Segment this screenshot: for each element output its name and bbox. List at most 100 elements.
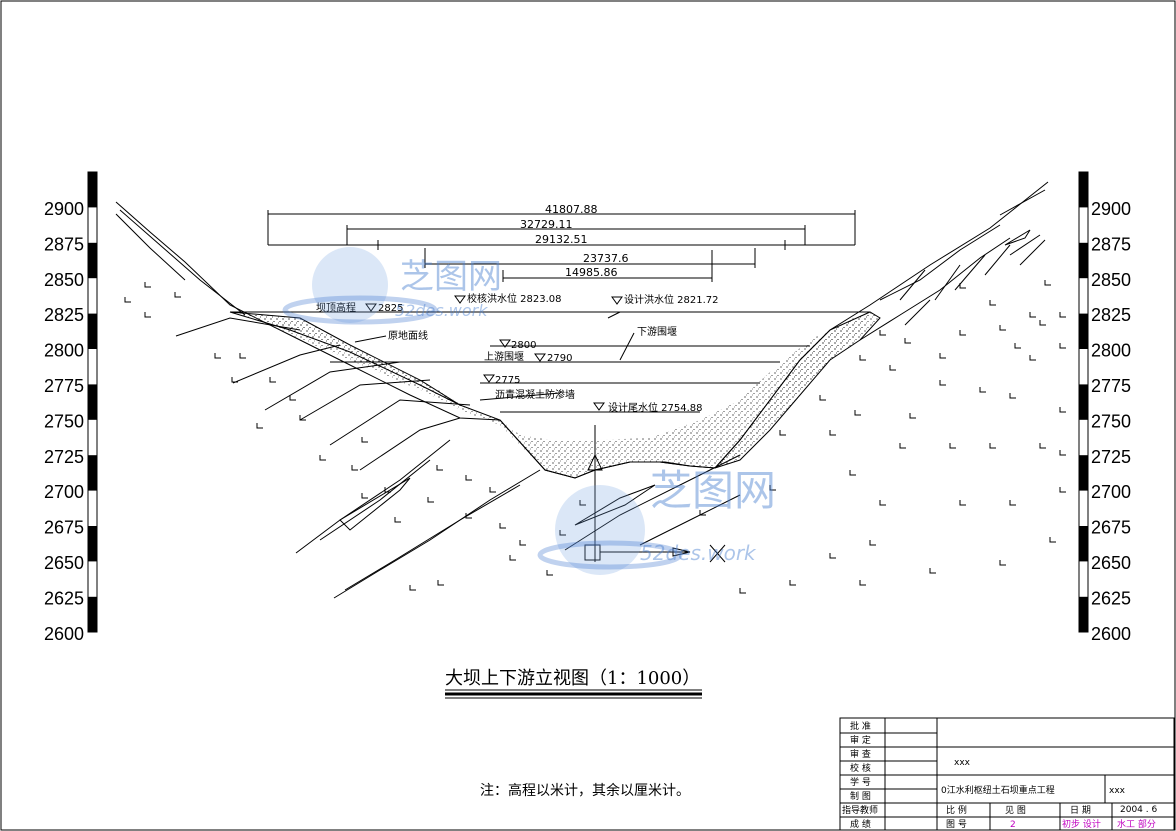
label-cutoff-wall: 沥青混凝土防渗墙	[495, 388, 575, 401]
tb-stage: 初步 设计	[1062, 818, 1101, 830]
rock-mark	[124, 297, 131, 303]
rock-mark	[409, 585, 416, 591]
level-symbols	[365, 295, 623, 411]
rock-mark	[1039, 443, 1046, 449]
watermark-upper: 芝图网 52des.work	[282, 247, 502, 325]
rock-mark	[1009, 393, 1016, 399]
tb-advisor: 指导教师	[842, 804, 878, 816]
watermark-lower: 芝图网 52des.work	[537, 466, 776, 575]
scale-block	[88, 455, 97, 491]
rock-mark	[394, 517, 401, 523]
rock-mark	[239, 353, 246, 359]
rock-mark	[144, 282, 151, 288]
scale-block	[88, 384, 97, 420]
watermark-en-lower: 52des.work	[640, 541, 757, 565]
elevation-tick-label: 2725	[44, 447, 84, 467]
rock-mark	[989, 300, 996, 306]
elevation-tick-label: 2900	[1091, 199, 1131, 219]
rock-mark	[256, 423, 263, 429]
scale-block	[88, 242, 97, 279]
label-elev-2790: 2790	[547, 353, 572, 364]
tb-project-value: xxx	[1109, 786, 1126, 796]
tb-date-value: 2004 . 6	[1120, 805, 1157, 815]
elevation-tick-label: 2850	[44, 270, 84, 290]
elevation-tick-label: 2625	[44, 588, 84, 608]
tb-project: 0江水利枢纽土石坝重点工程	[941, 784, 1055, 796]
rock-mark	[144, 312, 151, 318]
rock-mark	[361, 493, 368, 499]
dim-29132: 29132.51	[535, 233, 588, 246]
rock-mark	[819, 395, 826, 401]
rock-mark	[949, 443, 956, 449]
rock-mark	[499, 523, 506, 529]
elevation-tick-label: 2775	[1091, 376, 1131, 396]
label-design-flood: 设计洪水位 2821.72	[624, 293, 719, 306]
rock-mark	[999, 560, 1006, 566]
rock-mark	[519, 540, 526, 546]
rock-mark	[829, 553, 836, 559]
scale-block	[88, 596, 97, 632]
rock-mark	[1059, 487, 1066, 493]
rock-mark	[859, 355, 866, 361]
rock-mark	[465, 475, 472, 481]
rock-mark	[384, 487, 391, 493]
dim-14985: 14985.86	[565, 266, 618, 279]
left-elevation-scale: 2900287528502825280027752750272527002675…	[44, 171, 98, 644]
watermark-cn-upper: 芝图网	[400, 257, 502, 297]
elevation-labels: 坝顶高程 2825 校核洪水位 2823.08 设计洪水位 2821.72 原地…	[316, 292, 719, 414]
rock-mark	[904, 338, 911, 344]
rock-mark	[849, 470, 856, 476]
right-elevation-scale: 2900287528502825280027752750272527002675…	[1078, 171, 1131, 644]
rock-mark	[999, 325, 1006, 331]
rock-mark	[174, 292, 181, 298]
elevation-tick-label: 2700	[1091, 482, 1131, 502]
rock-mark	[879, 330, 886, 336]
rock-mark	[989, 443, 996, 449]
elevation-tick-label: 2875	[44, 234, 84, 254]
elevation-tick-label: 2600	[1091, 624, 1131, 644]
tb-date: 日 期	[1070, 805, 1091, 816]
tb-review: 审 定	[850, 734, 871, 746]
rock-mark	[769, 485, 776, 491]
elevation-tick-label: 2625	[1091, 588, 1131, 608]
rock-mark	[1059, 312, 1066, 318]
scale-block	[88, 526, 97, 562]
rock-mark	[1049, 537, 1056, 543]
elevation-tick-label: 2800	[44, 341, 84, 361]
elevation-tick-label: 2600	[44, 624, 84, 644]
label-upstream-cofferdam: 上游围堰	[484, 350, 524, 363]
rock-mark	[1014, 343, 1021, 349]
dimension-lines	[267, 210, 856, 282]
rock-mark	[1059, 343, 1066, 349]
elevation-tick-label: 2825	[44, 305, 84, 325]
rock-mark	[579, 500, 586, 506]
tb-audit: 审 查	[850, 748, 871, 760]
tb-name-value: xxx	[954, 758, 971, 768]
rock-mark	[739, 588, 746, 594]
title-block-text: 批 准 审 定 审 查 校 核 学 号 制 图 指导教师 成 绩 xxx 0江水…	[842, 720, 1157, 830]
rock-mark	[899, 443, 906, 449]
rock-mark	[939, 353, 946, 359]
rock-mark	[779, 430, 786, 436]
rock-mark	[351, 465, 358, 471]
drawing-title: 大坝上下游立视图（1：1000）	[445, 668, 700, 689]
tb-drawing-no-value: 2	[1010, 820, 1016, 830]
water-level-lines	[230, 311, 870, 413]
rock-mark	[1044, 280, 1051, 286]
rock-mark	[959, 500, 966, 506]
label-crest: 坝顶高程	[316, 301, 356, 314]
rock-mark	[959, 283, 966, 289]
label-original-ground: 原地面线	[388, 329, 428, 342]
rock-mark	[854, 410, 861, 416]
elevation-tick-label: 2750	[1091, 411, 1131, 431]
rock-mark	[929, 568, 936, 574]
elevation-tick-label: 2700	[44, 482, 84, 502]
rock-mark	[361, 437, 368, 443]
drawing-title-block: 大坝上下游立视图（1：1000）	[445, 668, 702, 699]
tb-drawn: 制 图	[850, 790, 871, 802]
label-design-tailwater: 设计尾水位 2754.88	[608, 401, 703, 414]
elevation-tick-label: 2825	[1091, 305, 1131, 325]
title-block-table	[839, 717, 1175, 831]
label-crest-elev: 2825	[378, 303, 403, 314]
elevation-tick-label: 2675	[1091, 518, 1131, 538]
